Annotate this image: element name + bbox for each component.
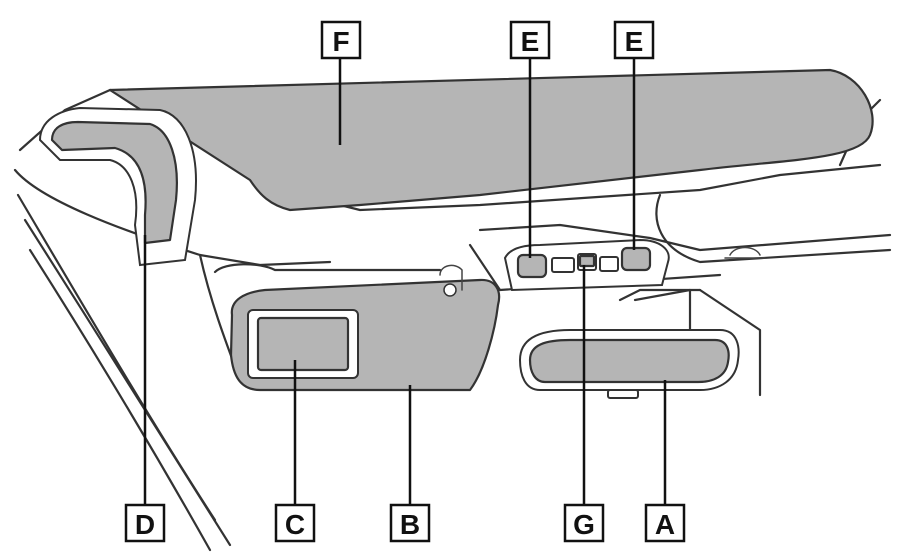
label-a-text: A (655, 509, 675, 540)
rear-view-mirror (518, 288, 740, 399)
label-d: D (124, 503, 166, 543)
label-b: B (389, 503, 431, 543)
personal-light-left (516, 253, 548, 279)
sunroof-panel (108, 68, 874, 212)
label-e-right: E (613, 20, 655, 60)
leader-lines (143, 55, 667, 505)
label-c: C (274, 503, 316, 543)
overhead-console (503, 238, 670, 292)
label-e-right-text: E (625, 26, 644, 57)
vanity-mirror (247, 309, 359, 379)
label-a: A (644, 503, 686, 543)
personal-light-right (620, 246, 652, 272)
assist-grip (38, 106, 197, 267)
label-g: G (563, 503, 605, 543)
label-f: F (320, 20, 362, 60)
label-e-left-text: E (521, 26, 540, 57)
label-e-left: E (509, 20, 551, 60)
label-f-text: F (332, 26, 349, 57)
label-g-text: G (573, 509, 595, 540)
label-b-text: B (400, 509, 420, 540)
label-d-text: D (135, 509, 155, 540)
label-c-text: C (285, 509, 305, 540)
